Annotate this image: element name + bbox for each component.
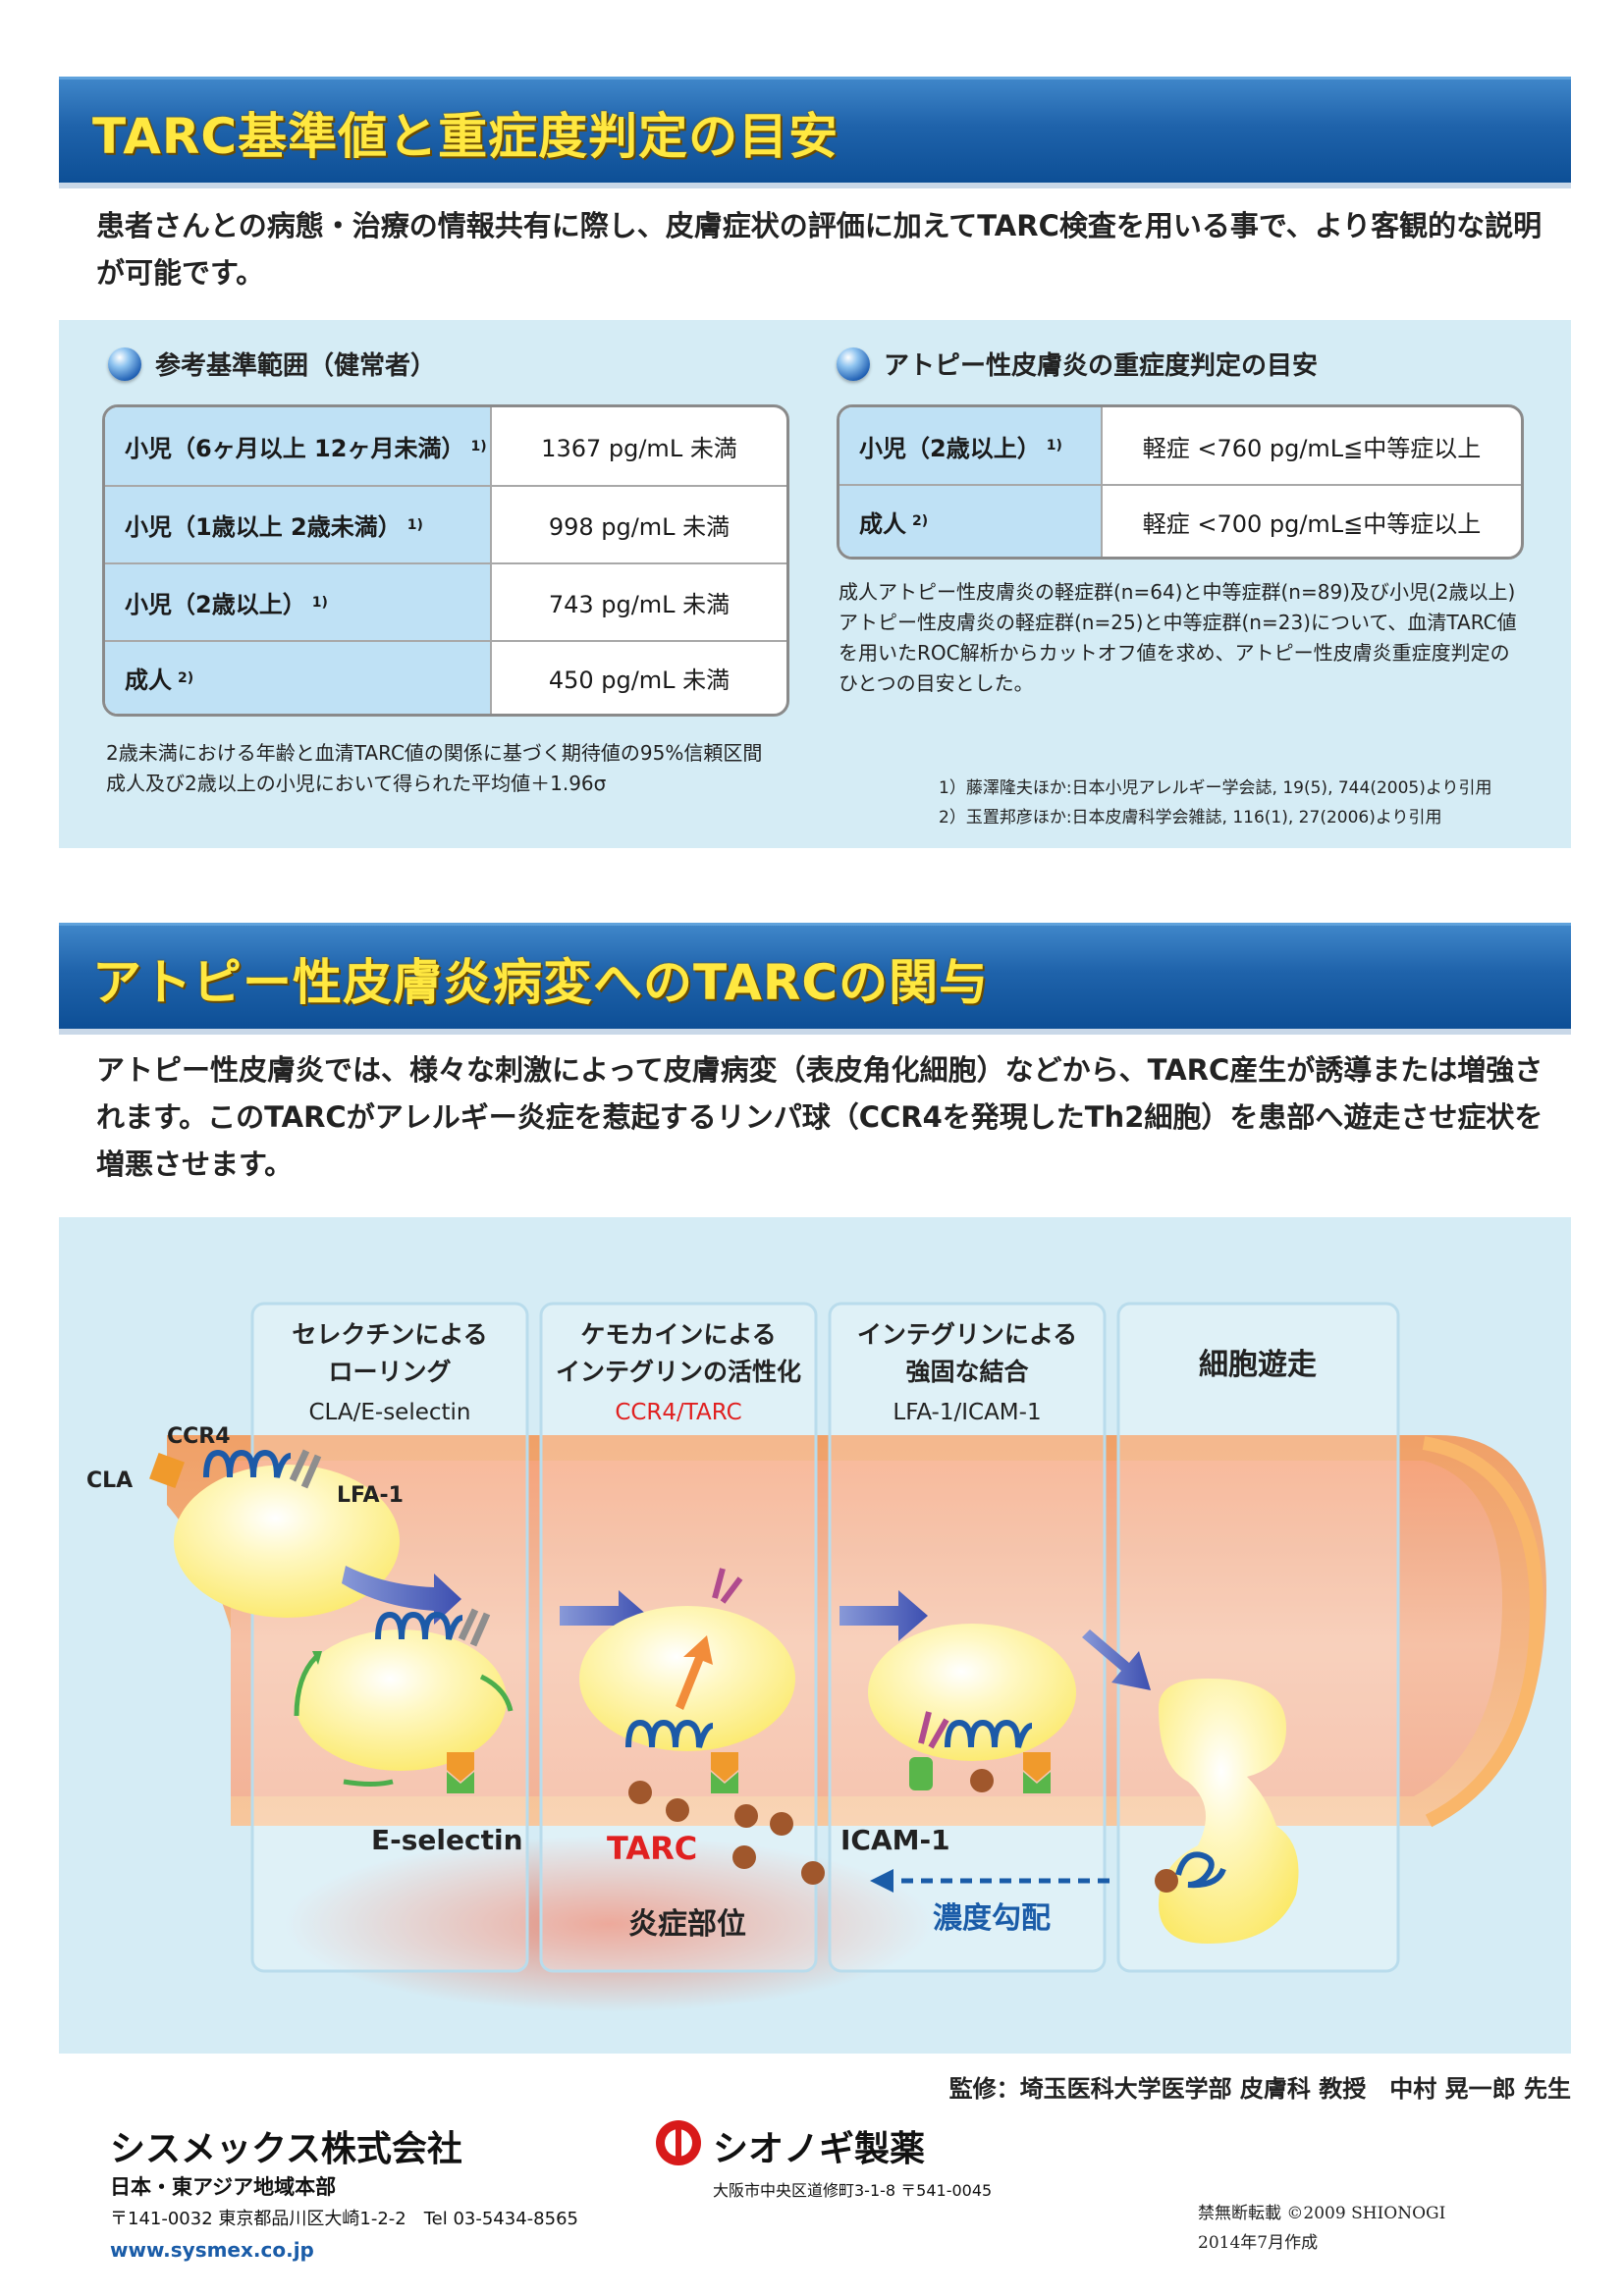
activated-integrin <box>918 1711 949 1749</box>
tarc-molecule <box>1155 1869 1178 1893</box>
section2-lead: アトピー性皮膚炎では、様々な刺激によって皮膚病変（表皮角化細胞）などから、TAR… <box>96 1053 1543 1181</box>
cla-receptor <box>149 1453 185 1488</box>
tarc-molecule <box>734 1804 758 1828</box>
reference-heading: 参考基準範囲（健常者） <box>108 346 436 382</box>
ccr4-receptor <box>375 1611 463 1640</box>
mechanism-diagram: セレクチンによるローリング CLA/E-selectin ケモカインによるインテ… <box>59 1217 1571 2054</box>
flow-arrow <box>1082 1629 1151 1690</box>
table-row: 小児（2歳以上）1) 743 pg/mL 未満 <box>105 562 786 640</box>
references: 1）藤澤隆夫ほか:日本小児アレルギー学会誌, 19(5), 744(2005)よ… <box>939 778 1492 828</box>
activated-integrin <box>712 1568 743 1604</box>
creation-date: 2014年7月作成 <box>1198 2233 1319 2253</box>
shionogi-name: シオノギ製薬 <box>713 2129 926 2169</box>
step-panel <box>1116 1302 1400 1973</box>
step3-sub: LFA-1/ICAM-1 <box>893 1400 1041 1425</box>
lymphocyte-cell <box>868 1624 1076 1761</box>
step1-title: セレクチンによるローリング <box>292 1320 487 1386</box>
flow-arrow <box>839 1590 928 1641</box>
mechanism-illustration: セレクチンによるローリング CLA/E-selectin ケモカインによるインテ… <box>86 1302 1546 2012</box>
company-division: 日本・東アジア地域本部 <box>110 2175 337 2199</box>
eselectin-label: E-selectin <box>371 1824 523 1856</box>
vessel-opening <box>118 1463 231 1826</box>
lfa1-label: LFA-1 <box>337 1483 404 1508</box>
step2-title: ケモカインによるインテグリンの活性化 <box>556 1320 801 1386</box>
ccr4-receptor <box>625 1719 714 1748</box>
tarc-molecule <box>666 1798 689 1822</box>
step3-title: インテグリンによる強固な結合 <box>857 1320 1077 1386</box>
section2-title: アトピー性皮膚炎病変へのTARCの関与 <box>92 954 990 1011</box>
table-row: 小児（2歳以上）1) 軽症 <760 pg/mL≦中等症以上 <box>839 407 1521 484</box>
table-row: 小児（6ヶ月以上 12ヶ月未満）1) 1367 pg/mL 未満 <box>105 407 786 485</box>
icam1-receptor <box>909 1757 933 1790</box>
tarc-molecule <box>732 1845 756 1869</box>
migrating-cell <box>1159 1679 1299 1944</box>
section1-title: TARC基準値と重症度判定の目安 <box>92 108 839 165</box>
severity-note: 成人アトピー性皮膚炎の軽症群(n=64)と中等症群(n=89)及び小児(2歳以上… <box>839 580 1517 695</box>
supervisor-credit: 監修：埼玉医科大学医学部 皮膚科 教授 中村 晃一郎 先生 <box>948 2075 1571 2103</box>
lfa1-receptor <box>458 1608 491 1647</box>
ccr4-receptor <box>945 1719 1033 1748</box>
shionogi-address: 大阪市中央区道修町3-1-8 〒541-0045 <box>713 2181 993 2200</box>
section2-banner: アトピー性皮膚炎病変へのTARCの関与 <box>59 923 1571 1029</box>
rolling-arrow <box>479 1674 514 1712</box>
reference-notes: 2歳未満における年齢と血清TARC値の関係に基づく期待値の95%信頼区間 成人及… <box>106 741 763 795</box>
inflammation-glow <box>285 1836 933 2012</box>
tarc-molecule <box>970 1769 994 1792</box>
table-row: 小児（1歳以上 2歳未満）1) 998 pg/mL 未満 <box>105 485 786 562</box>
ccr4-receptor <box>203 1449 292 1478</box>
gradient-label: 濃度勾配 <box>933 1901 1051 1936</box>
copyright: 禁無断転載 ©2009 SHIONOGI <box>1198 2204 1446 2223</box>
flow-arrow <box>342 1566 461 1625</box>
company-url[interactable]: www.sysmex.co.jp <box>110 2238 314 2262</box>
rolling-arrow <box>294 1655 318 1717</box>
tarc-molecule <box>770 1812 793 1836</box>
step2-sub: CCR4/TARC <box>615 1400 741 1425</box>
lymphocyte-cell <box>295 1629 507 1771</box>
shionogi-logo-icon <box>656 2120 701 2165</box>
tarc-label: TARC <box>607 1830 697 1867</box>
activation-arrow <box>676 1635 713 1710</box>
reference-table: 小児（6ヶ月以上 12ヶ月未満）1) 1367 pg/mL 未満 小児（1歳以上… <box>102 404 789 717</box>
bullet-ball-icon <box>108 347 141 381</box>
icam1-label: ICAM-1 <box>840 1824 950 1856</box>
step4-title: 細胞遊走 <box>1199 1348 1317 1382</box>
step1-sub: CLA/E-selectin <box>308 1400 470 1425</box>
company-name: シスメックス株式会社 <box>110 2129 462 2169</box>
rolling-arrow <box>343 1779 394 1787</box>
company-address: 〒141-0032 東京都品川区大崎1-2-2 Tel 03-5434-8565 <box>110 2209 578 2229</box>
tarc-molecule <box>628 1781 652 1804</box>
section1-lead: 患者さんとの病態・治療の情報共有に際し、皮膚症状の評価に加えてTARC検査を用い… <box>96 209 1543 290</box>
tarc-panel: 参考基準範囲（健常者） 小児（6ヶ月以上 12ヶ月未満）1) 1367 pg/m… <box>59 320 1571 848</box>
inflammation-label: 炎症部位 <box>628 1907 746 1942</box>
eselectin-receptor <box>447 1752 474 1782</box>
section1-banner: TARC基準値と重症度判定の目安 <box>59 77 1571 183</box>
ccr4-label: CCR4 <box>167 1424 231 1449</box>
cla-label: CLA <box>86 1468 133 1493</box>
bullet-ball-icon <box>837 347 870 381</box>
ccr4-receptor <box>1175 1851 1226 1889</box>
vessel-end-rim <box>1422 1436 1544 1828</box>
lfa1-receptor <box>289 1449 322 1489</box>
tarc-molecule <box>801 1861 825 1885</box>
severity-heading: アトピー性皮膚炎の重症度判定の目安 <box>837 346 1318 382</box>
